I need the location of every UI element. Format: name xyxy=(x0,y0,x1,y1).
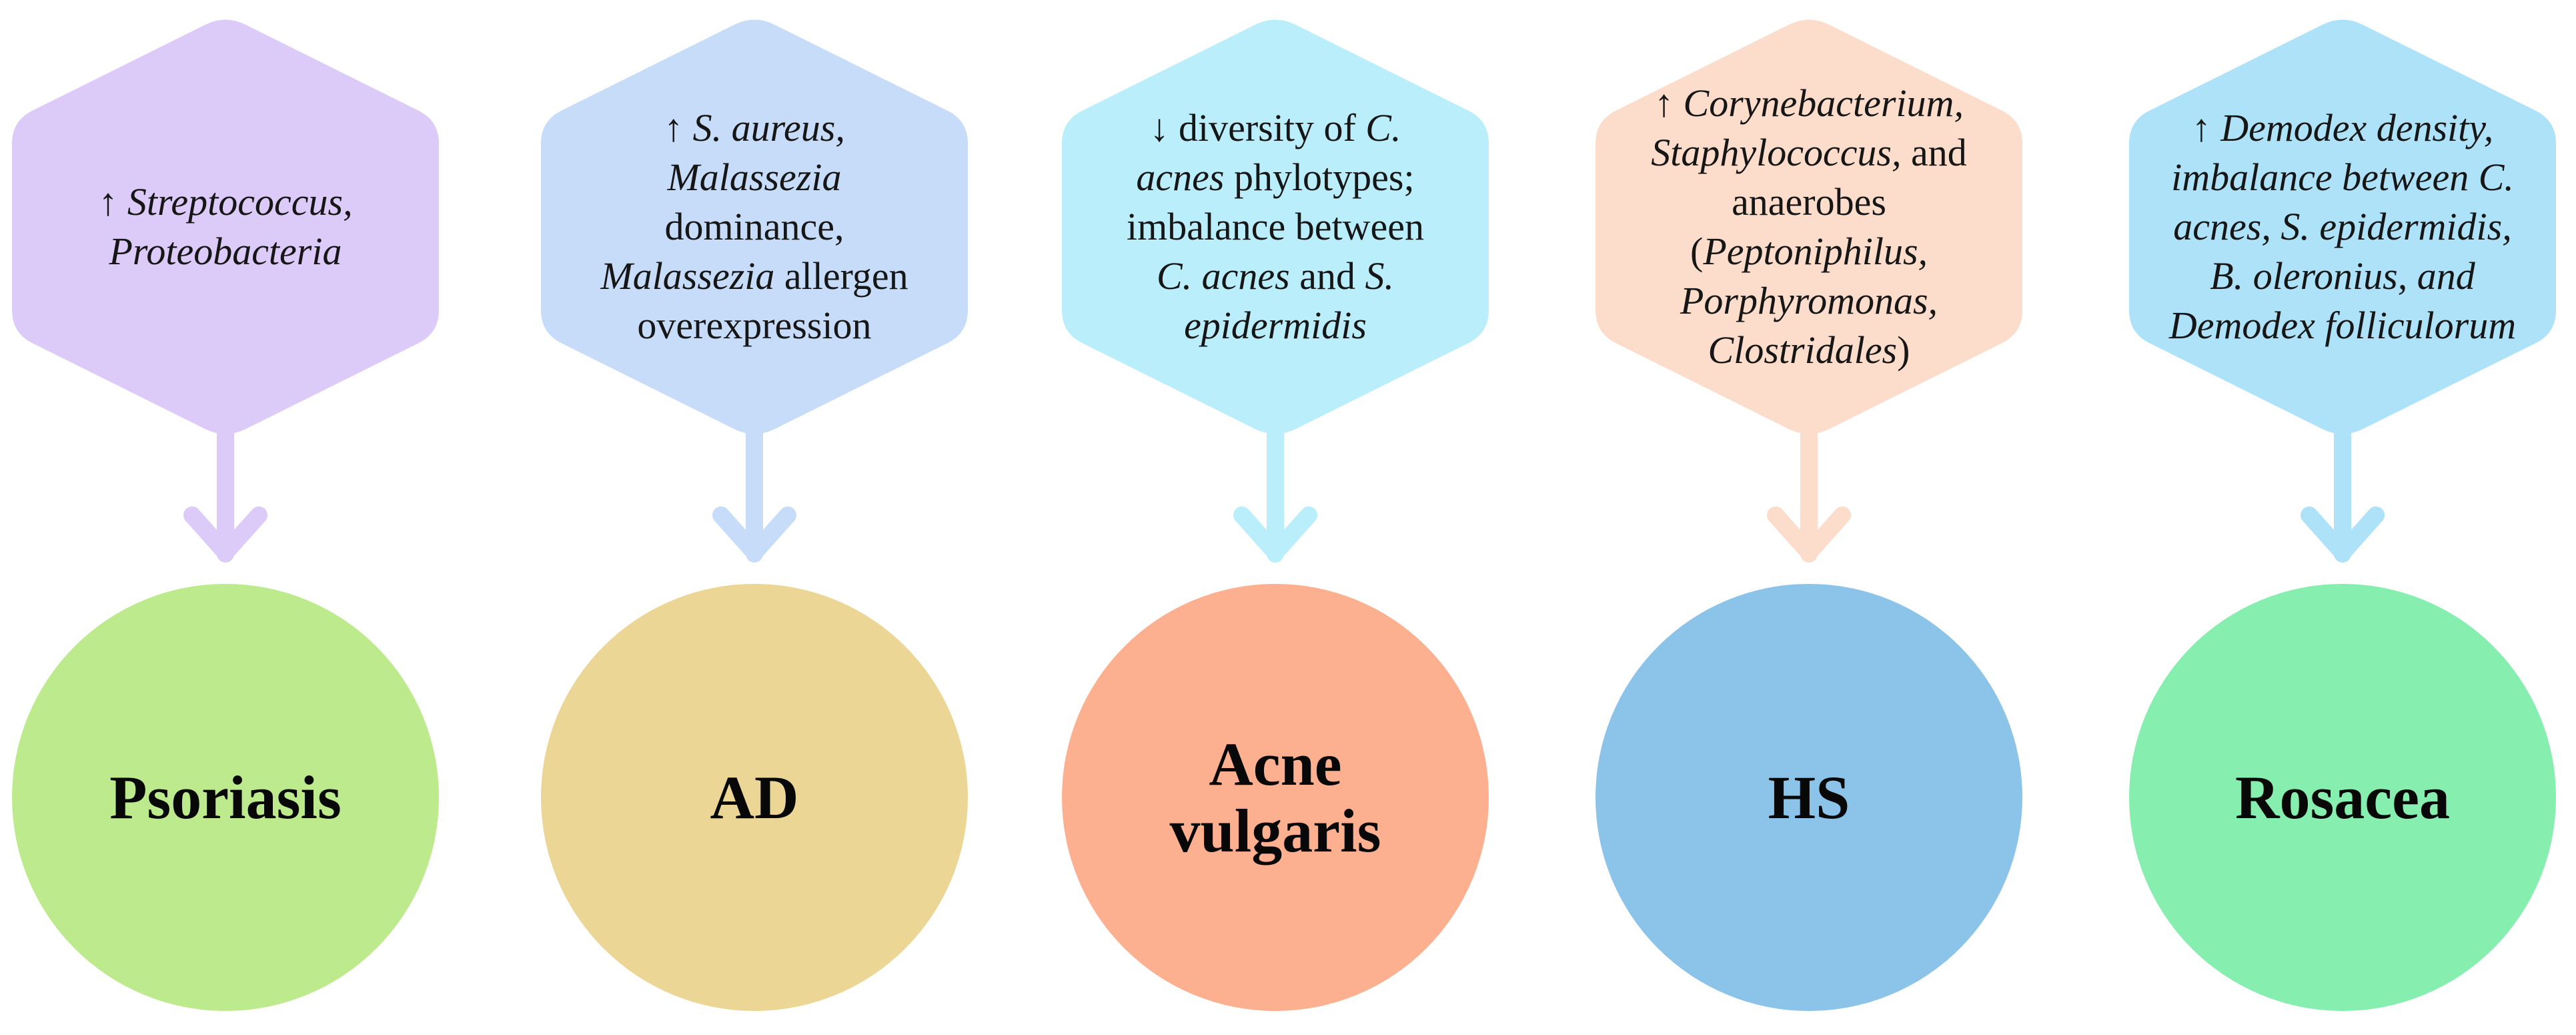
disease-line: Rosacea xyxy=(2235,763,2450,831)
finding-line: ↑ Corynebacterium, xyxy=(1654,81,1964,125)
circle-psoriasis xyxy=(12,584,439,1011)
disease-label-ad: AD xyxy=(568,664,941,931)
hexagon-rosacea xyxy=(2129,19,2556,434)
finding-line: ↑ S. aureus, xyxy=(664,106,845,149)
circle-rosacea xyxy=(2129,584,2556,1011)
finding-line: Porphyromonas, xyxy=(1680,279,1938,322)
finding-line: anaerobes xyxy=(1732,180,1886,224)
finding-text-ad: ↑ S. aureus, Malassezia dominance, Malassez… xyxy=(561,75,948,379)
finding-line: C. acnes and S. xyxy=(1156,254,1394,298)
finding-line: (Peptoniphilus, xyxy=(1690,230,1928,273)
finding-line: imbalance between C. xyxy=(2171,155,2514,199)
hexagon-hs xyxy=(1595,19,2022,434)
finding-line: acnes, S. epidermidis, xyxy=(2173,205,2512,248)
disease-line: AD xyxy=(710,763,799,831)
finding-text-acne: ↓ diversity of C. acnes phylotypes; imbala… xyxy=(1082,75,1469,379)
finding-line: Malassezia allergen xyxy=(600,254,908,298)
disease-line: Psoriasis xyxy=(109,763,342,831)
finding-line: ↑ Streptococcus, xyxy=(98,180,353,224)
hexagon-acne xyxy=(1062,19,1489,434)
finding-line: imbalance between xyxy=(1126,205,1425,248)
disease-label-psoriasis: Psoriasis xyxy=(39,664,412,931)
arrow-acne xyxy=(1233,417,1317,563)
finding-text-rosacea: ↑ Demodex density, imbalance between C. ac… xyxy=(2149,75,2536,379)
disease-line: vulgaris xyxy=(1169,797,1381,865)
finding-line: ↑ Demodex density, xyxy=(2191,106,2494,149)
finding-line: overexpression xyxy=(637,304,872,347)
finding-line: ↓ diversity of C. xyxy=(1149,106,1401,149)
finding-line: Proteobacteria xyxy=(109,230,342,273)
finding-line: epidermidis xyxy=(1184,304,1367,347)
disease-label-rosacea: Rosacea xyxy=(2156,664,2529,931)
circle-hs xyxy=(1595,584,2022,1011)
circle-ad xyxy=(541,584,968,1011)
finding-line: Demodex folliculorum xyxy=(2168,304,2517,347)
finding-line: B. oleronius, and xyxy=(2210,254,2475,298)
finding-line: dominance, xyxy=(664,205,844,248)
finding-line: Malassezia xyxy=(667,155,842,199)
hexagon-ad xyxy=(541,19,968,434)
arrow-ad xyxy=(712,417,796,563)
circle-acne xyxy=(1062,584,1489,1011)
disease-line: HS xyxy=(1768,763,1850,831)
arrow-rosacea xyxy=(2301,417,2385,563)
arrow-psoriasis xyxy=(183,417,267,563)
disease-label-hs: HS xyxy=(1622,664,1996,931)
finding-text-hs: ↑ Corynebacterium, Staphylococcus, and ana… xyxy=(1616,75,2002,379)
arrow-hs xyxy=(1767,417,1851,563)
finding-text-psoriasis: ↑ Streptococcus, Proteobacteria xyxy=(32,75,419,379)
finding-line: Staphylococcus, and xyxy=(1651,131,1967,174)
hexagon-psoriasis xyxy=(12,19,439,434)
finding-line: acnes phylotypes; xyxy=(1136,155,1415,199)
disease-line: Acne xyxy=(1209,730,1342,798)
finding-line: Clostridales) xyxy=(1708,328,1910,372)
